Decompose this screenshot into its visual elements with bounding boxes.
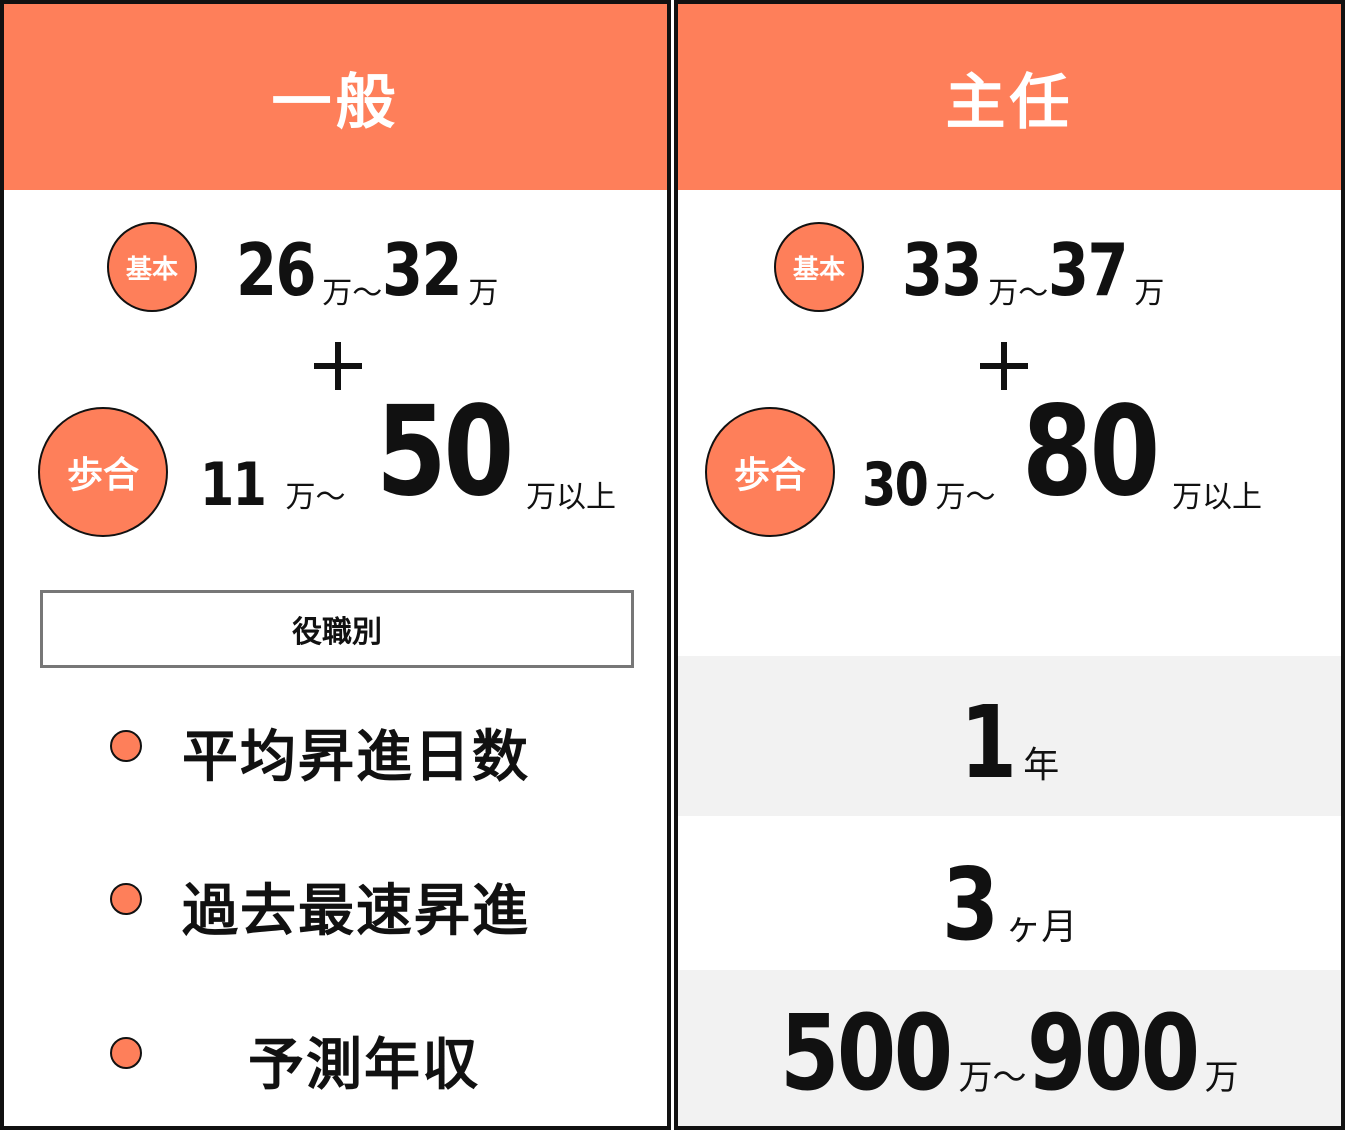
commission-badge: 歩合 (38, 407, 168, 537)
fastest-promotion-value: 3 (941, 846, 999, 963)
income-to: 900 (1026, 992, 1200, 1114)
base-salary-tilde-unit: 万～ (988, 276, 1049, 311)
bullet-icon (110, 1037, 142, 1069)
fastest-promotion-row: 3 ヶ月 (678, 816, 1341, 970)
general-header: 一般 (4, 4, 667, 190)
base-salary-from: 33 (902, 228, 983, 312)
expected-income-row: 500 万～ 900 万 (678, 970, 1341, 1126)
bullet-icon (110, 730, 142, 762)
avg-promotion-unit: 年 (1023, 745, 1060, 786)
base-salary-from: 26 (236, 228, 317, 312)
base-salary-to: 32 (382, 228, 463, 312)
chief-panel: 主任 基本 33 万～ 37 万 歩合 30 万～ 80 万以上 1 年 3 ヶ… (674, 0, 1345, 1130)
income-unit: 万 (1204, 1058, 1239, 1098)
base-salary-to: 37 (1048, 228, 1129, 312)
commission-unit: 万以上 (1172, 480, 1263, 515)
income-tilde-unit: 万～ (958, 1058, 1027, 1098)
general-panel: 一般 基本 26 万～ 32 万 歩合 11 万～ 50 万以上 役職別 平均昇… (0, 0, 671, 1130)
base-salary-badge: 基本 (107, 222, 197, 312)
chief-title: 主任 (945, 67, 1074, 138)
base-salary-range: 33 万～ 37 万 (902, 222, 1164, 312)
plus-icon (314, 342, 362, 390)
base-salary-badge: 基本 (774, 222, 864, 312)
chief-header: 主任 (678, 4, 1341, 190)
avg-promotion-row: 1 年 (678, 656, 1341, 816)
avg-promotion-value: 1 (959, 684, 1017, 801)
commission-from: 11 (200, 450, 267, 520)
fastest-promotion-unit: ヶ月 (1005, 907, 1078, 948)
bullet-icon (110, 883, 142, 915)
commission-range: 11 万～ 50 万以上 (200, 380, 617, 524)
commission-range: 30 万～ 80 万以上 (862, 380, 1263, 524)
general-title: 一般 (271, 67, 400, 138)
base-salary-unit: 万 (468, 276, 499, 311)
commission-tilde-unit: 万～ (285, 480, 346, 515)
avg-promotion-label: 平均昇進日数 (182, 725, 530, 790)
base-salary-unit: 万 (1134, 276, 1165, 311)
commission-unit: 万以上 (526, 480, 617, 515)
commission-to: 50 (375, 380, 514, 524)
commission-badge: 歩合 (705, 407, 835, 537)
commission-tilde-unit: 万～ (935, 480, 996, 515)
expected-income-label: 予測年収 (248, 1033, 480, 1098)
fastest-promotion-label: 過去最速昇進 (182, 879, 530, 944)
base-salary-range: 26 万～ 32 万 (236, 222, 498, 312)
commission-from: 30 (862, 450, 929, 520)
commission-to: 80 (1021, 380, 1160, 524)
plus-icon (980, 342, 1028, 390)
income-from: 500 (780, 992, 953, 1114)
by-role-button[interactable]: 役職別 (40, 590, 634, 668)
base-salary-tilde-unit: 万～ (322, 276, 383, 311)
